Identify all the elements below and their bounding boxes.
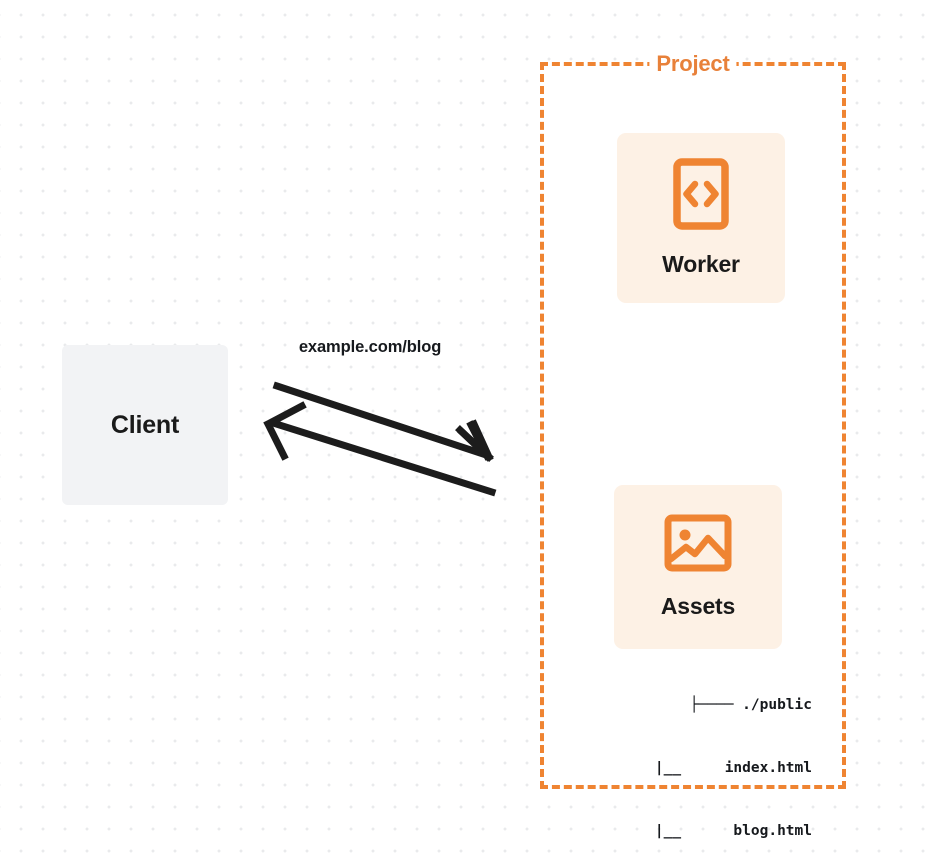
node-worker[interactable]: Worker — [617, 133, 785, 303]
image-icon — [664, 514, 732, 577]
code-brackets-icon — [673, 158, 729, 235]
node-client-label: Client — [110, 410, 180, 439]
tree-line: ├──── ./public — [689, 697, 812, 713]
node-assets[interactable]: Assets — [614, 485, 782, 649]
arrow-response-left — [272, 381, 491, 460]
arrow-request-right — [268, 418, 497, 497]
assets-file-tree: ├──── ./public |__ index.html |__ blog.h… — [564, 653, 812, 860]
node-client[interactable]: Client — [62, 345, 228, 505]
node-worker-label: Worker — [662, 251, 740, 277]
container-project[interactable]: Project Worker Assets — [540, 51, 846, 839]
edge-label-request-url: example.com/blog — [298, 338, 442, 356]
node-assets-label: Assets — [660, 593, 736, 619]
arrowhead-left-icon — [263, 401, 307, 461]
tree-line: |__ index.html — [654, 760, 812, 776]
tree-line: |__ blog.html — [654, 823, 812, 839]
container-project-title: Project — [649, 51, 737, 77]
arrowhead-right-icon — [455, 419, 494, 462]
